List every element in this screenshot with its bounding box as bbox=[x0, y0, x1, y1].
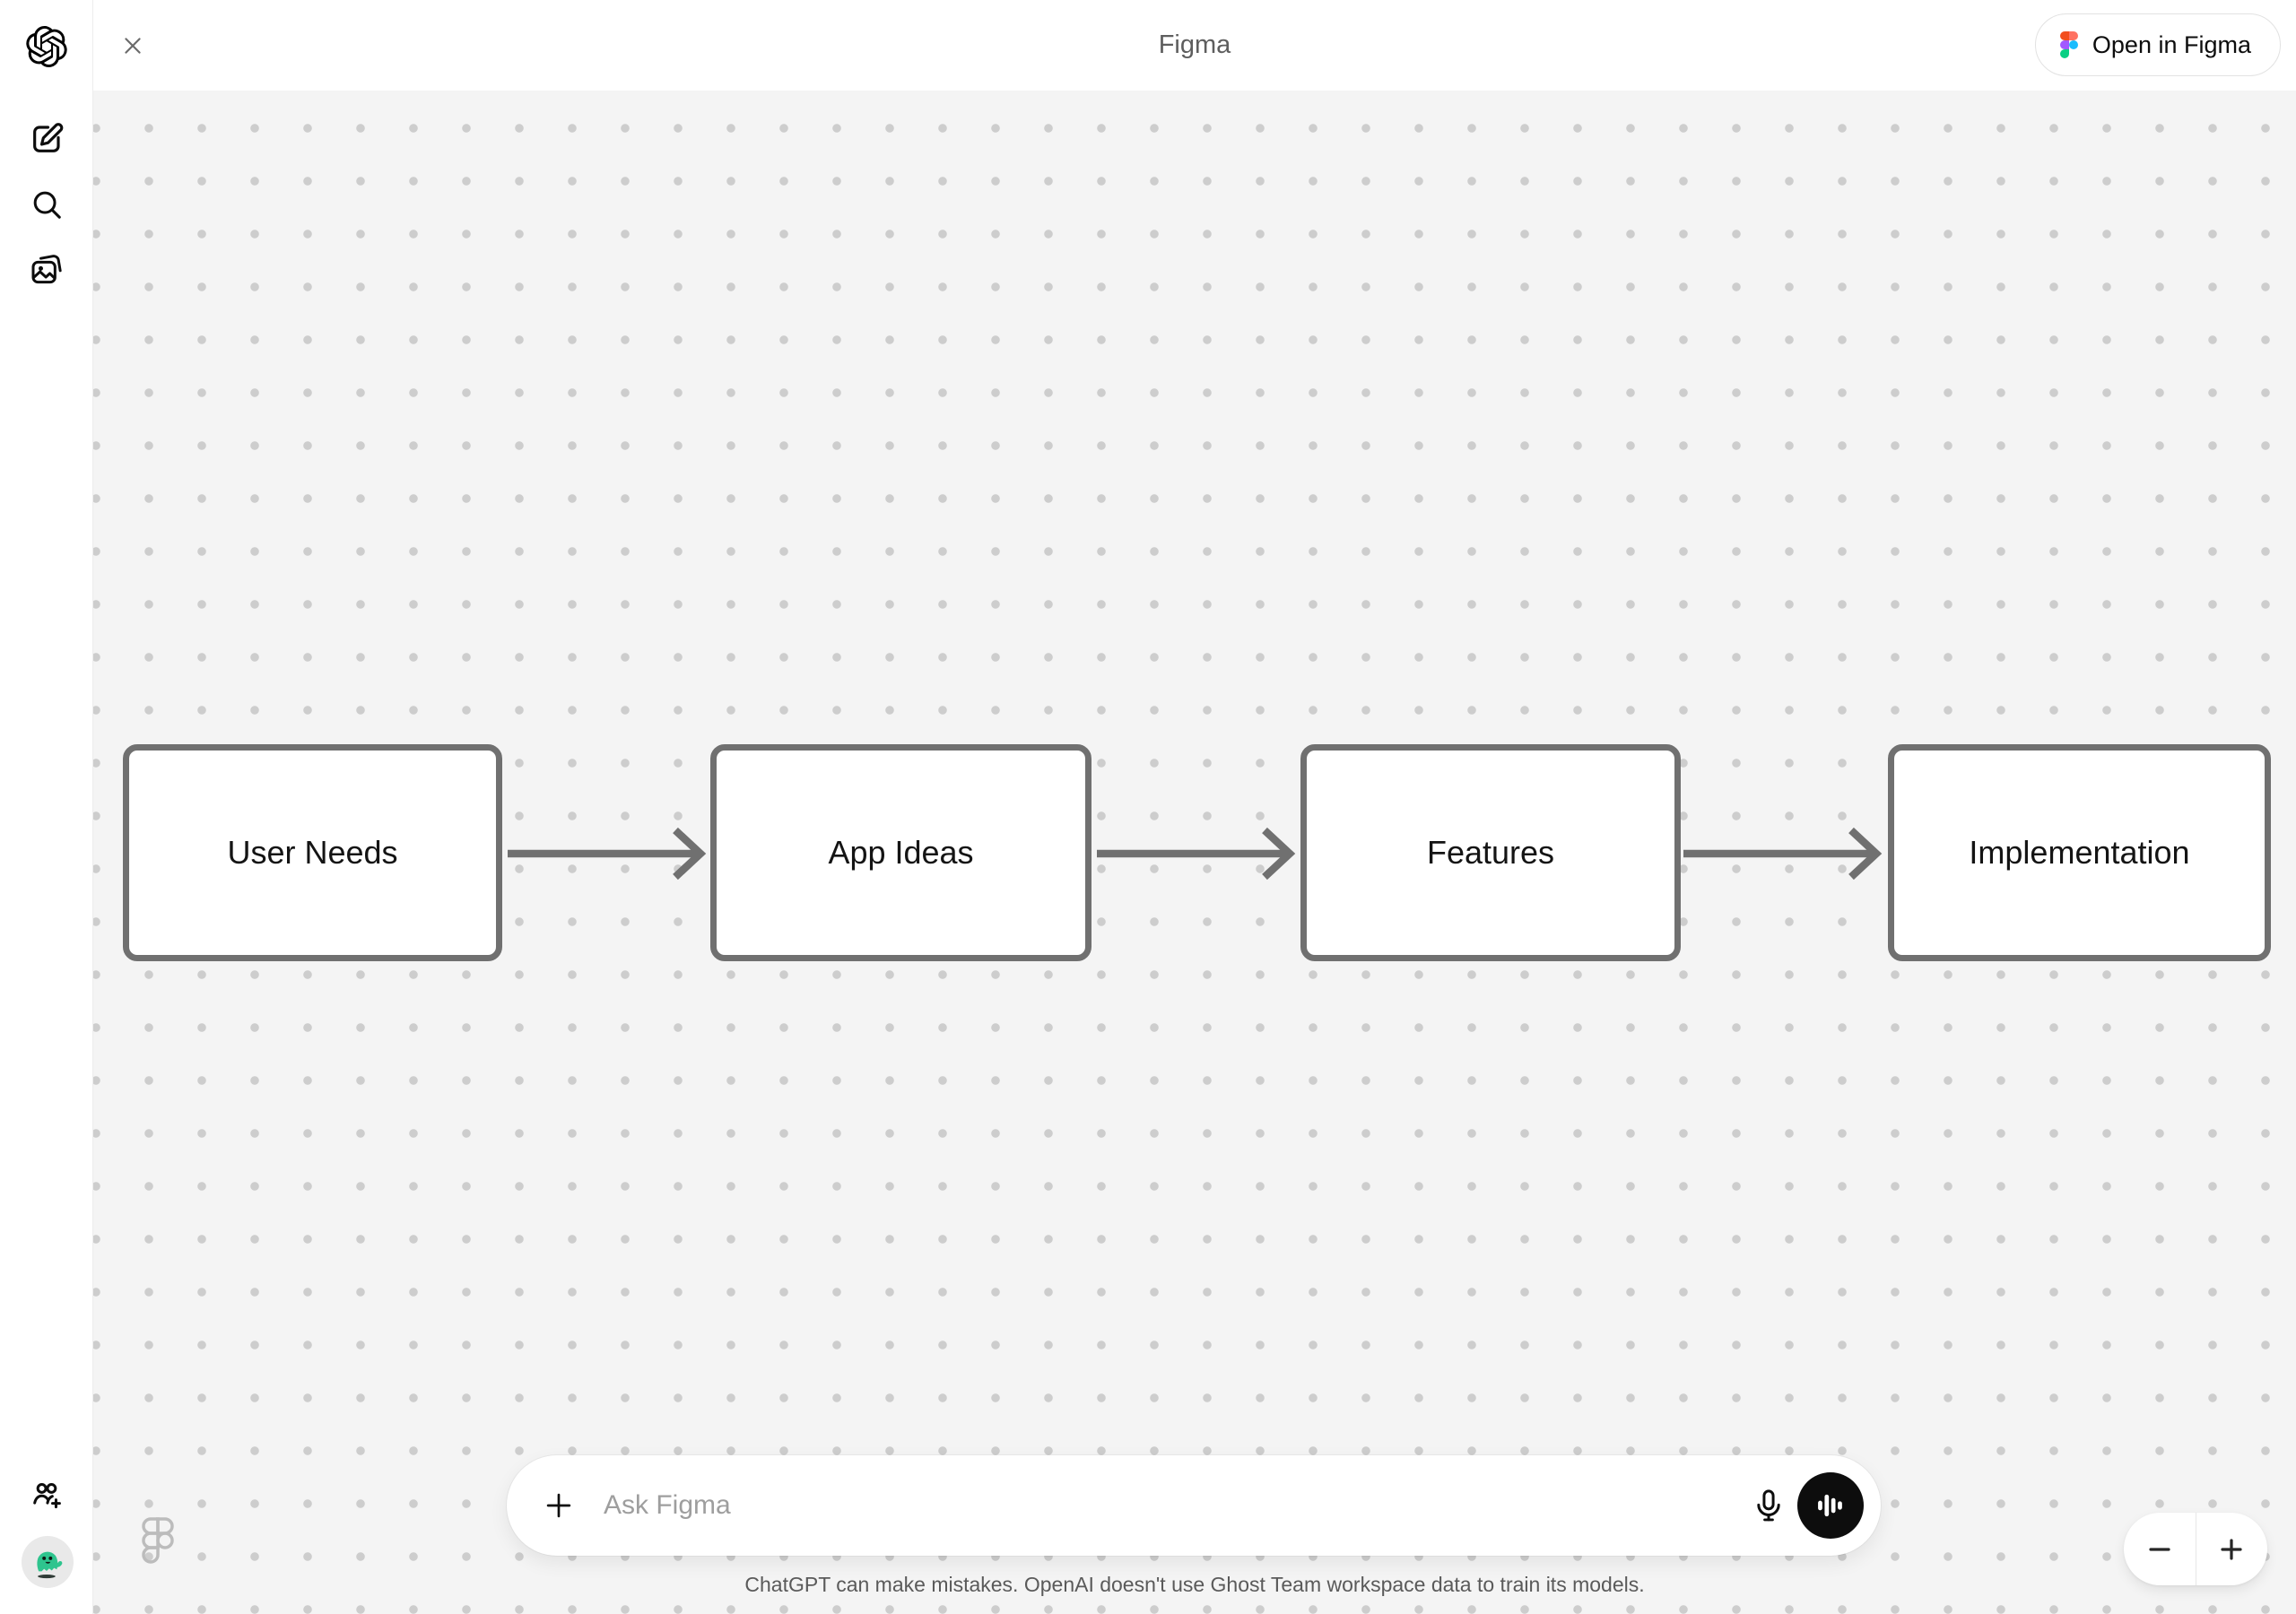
microphone-icon bbox=[1757, 1489, 1780, 1522]
zoom-controls bbox=[2124, 1513, 2267, 1585]
search-button[interactable] bbox=[25, 183, 68, 226]
topbar: Figma Open in Figma bbox=[93, 0, 2296, 91]
flow-arrow-1 bbox=[508, 827, 707, 881]
composer-bar bbox=[507, 1455, 1881, 1556]
library-icon bbox=[31, 255, 62, 284]
close-button[interactable] bbox=[115, 28, 151, 64]
figma-watermark-icon bbox=[142, 1517, 174, 1564]
close-icon bbox=[125, 38, 141, 54]
page-title: Figma bbox=[1158, 30, 1231, 59]
flow-node-user-needs[interactable]: User Needs bbox=[123, 744, 502, 961]
dictate-button[interactable] bbox=[1747, 1484, 1790, 1527]
diagram-canvas[interactable]: User Needs App Ideas Features Implementa… bbox=[93, 91, 2296, 1614]
disclaimer-text: ChatGPT can make mistakes. OpenAI doesn'… bbox=[744, 1573, 1645, 1596]
openai-logo-icon bbox=[26, 26, 67, 67]
flow-node-label: Features bbox=[1426, 834, 1555, 871]
new-chat-icon bbox=[33, 123, 64, 152]
flow-arrow-2 bbox=[1097, 827, 1296, 881]
open-in-figma-button[interactable]: Open in Figma bbox=[2034, 13, 2281, 76]
voice-mode-button[interactable] bbox=[1797, 1472, 1864, 1539]
flow-arrow-3 bbox=[1683, 827, 1883, 881]
flow-node-label: User Needs bbox=[227, 834, 398, 871]
library-button[interactable] bbox=[25, 247, 68, 291]
minus-icon bbox=[2149, 1547, 2170, 1551]
flow-node-implementation[interactable]: Implementation bbox=[1888, 744, 2271, 961]
flow-node-app-ideas[interactable]: App Ideas bbox=[710, 744, 1091, 961]
ghost-avatar-icon bbox=[22, 1536, 74, 1588]
account-avatar[interactable] bbox=[22, 1536, 74, 1588]
new-chat-button[interactable] bbox=[25, 117, 68, 161]
invite-people-icon bbox=[33, 1483, 61, 1509]
plus-icon bbox=[546, 1493, 571, 1518]
flow-node-features[interactable]: Features bbox=[1300, 744, 1681, 961]
composer-input[interactable] bbox=[604, 1479, 1747, 1532]
open-in-figma-label: Open in Figma bbox=[2092, 30, 2251, 58]
zoom-in-button[interactable] bbox=[2195, 1513, 2268, 1585]
zoom-out-button[interactable] bbox=[2124, 1513, 2196, 1585]
attach-button[interactable] bbox=[537, 1484, 580, 1527]
plus-icon bbox=[2221, 1538, 2242, 1560]
sidebar bbox=[0, 0, 93, 1614]
search-icon bbox=[33, 191, 61, 219]
flow-node-label: App Ideas bbox=[828, 834, 974, 871]
invite-people-button[interactable] bbox=[25, 1472, 68, 1515]
figma-logo-icon bbox=[2059, 31, 2078, 58]
voice-mode-icon bbox=[1818, 1494, 1842, 1517]
openai-logo[interactable] bbox=[25, 25, 68, 68]
flow-node-label: Implementation bbox=[1969, 834, 2190, 871]
